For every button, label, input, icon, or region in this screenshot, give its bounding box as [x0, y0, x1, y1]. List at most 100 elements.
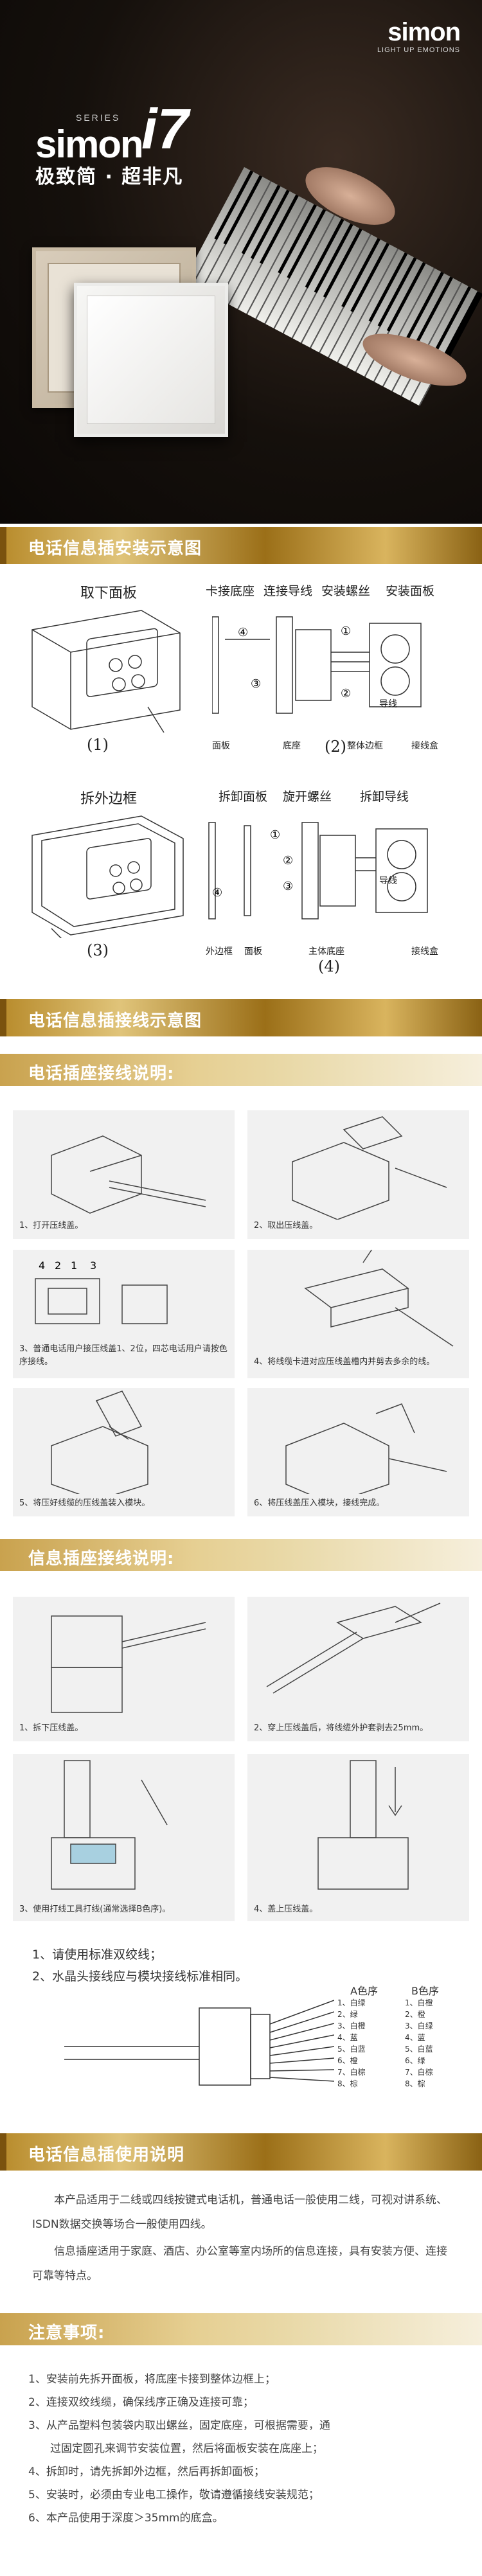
- note-line: 5、安装时，必须由专业电工操作，敬请遵循接线安装规范；: [28, 2489, 319, 2501]
- seq-a-item: 4、蓝: [337, 2033, 358, 2042]
- part-label: 导线: [379, 699, 397, 709]
- switch-panel-image: [74, 283, 228, 437]
- info-wiring-notes: 1、请使用标准双绞线； 2、水晶头接线应与模块接线标准相同。: [32, 1944, 247, 1987]
- seq-b-item: 3、白绿: [405, 2021, 433, 2030]
- phone-step-panel: 6、将压线盖压入模块，接线完成。: [247, 1388, 469, 1516]
- pinout-illustration: 4 2 1 3: [35, 1259, 168, 1324]
- subsection-header-info: 信息插座接线说明:: [0, 1539, 482, 1571]
- step-title: 安装螺丝: [321, 584, 371, 598]
- svg-text:①: ①: [341, 625, 351, 638]
- series-label: SERIES: [76, 112, 121, 123]
- step-title: 拆外边框: [80, 791, 138, 807]
- phone-step-panel: 4 2 1 3 3、普通电话用户接压线盖1、2位，四芯电话用户请按色序接线。: [13, 1250, 235, 1378]
- step-title: 安装面板: [386, 584, 435, 598]
- svg-text:4: 4: [39, 1259, 45, 1272]
- subsection-title: 注意事项:: [28, 2323, 105, 2343]
- phone-step-panel: 4、将线缆卡进对应压线盖槽内并剪去多余的线。: [247, 1243, 469, 1378]
- step-number: (4): [318, 957, 340, 975]
- note-line: 过固定圆孔来调节安装位置，然后将面板安装在底座上；: [50, 2442, 323, 2455]
- note-line: 2、连接双绞线缆，确保线序正确及连接可靠；: [28, 2396, 254, 2409]
- step-number: (1): [87, 736, 109, 754]
- seq-b-item: 5、白蓝: [405, 2045, 433, 2054]
- seq-b-item: 4、蓝: [405, 2033, 425, 2042]
- svg-text:2: 2: [55, 1259, 61, 1272]
- step-number: (3): [87, 941, 109, 959]
- seq-a-item: 3、白橙: [337, 2021, 366, 2030]
- step-illustration: [266, 1603, 441, 1694]
- hero-banner: simon LIGHT UP EMOTIONS SERIES simon i7 …: [0, 0, 482, 524]
- info-step-panel: 4、盖上压线盖。: [247, 1754, 469, 1921]
- note-line: 6、本产品使用于深度＞35mm的底盒。: [28, 2512, 224, 2525]
- svg-text:②: ②: [341, 687, 351, 700]
- step-title: 旋开螺丝: [283, 790, 332, 804]
- step-illustration: [51, 1390, 148, 1501]
- step-illustration: [304, 1243, 454, 1347]
- seq-a-item: 6、橙: [337, 2056, 358, 2065]
- svg-text:④: ④: [212, 886, 222, 900]
- note-item: 2、水晶头接线应与模块接线标准相同。: [32, 1969, 248, 1984]
- step-caption: 1、打开压线盖。: [19, 1221, 84, 1230]
- subsection-header-notes: 注意事项:: [0, 2313, 482, 2345]
- seq-a-item: 5、白蓝: [337, 2045, 366, 2054]
- step-illustration: [51, 1760, 168, 1890]
- part-label: 面板: [244, 946, 262, 957]
- step-caption: 4、将线缆卡进对应压线盖槽内并剪去多余的线。: [254, 1357, 435, 1367]
- part-label: 主体底座: [308, 946, 344, 957]
- svg-text:1: 1: [71, 1259, 77, 1272]
- usage-paragraph: 本产品适用于二线或四线按键式电话机，普通电话一般使用二线，可视对讲系统、ISDN…: [32, 2194, 447, 2231]
- section-header-install: 电话信息插安装示意图: [0, 527, 482, 564]
- seq-a-item: 1、白绿: [337, 1998, 366, 2007]
- phone-step-panel: 2、取出压线盖。: [247, 1110, 469, 1239]
- seq-b-item: 1、白橙: [405, 1998, 433, 2007]
- step-caption: 4、盖上压线盖。: [254, 1905, 318, 1914]
- info-step-panel: 3、使用打线工具打线(通常选择B色序)。: [13, 1754, 235, 1921]
- phone-step-panel: 1、打开压线盖。: [13, 1110, 235, 1239]
- series-brand-word: simon: [35, 123, 144, 166]
- step-number: (2): [325, 738, 346, 756]
- svg-text:③: ③: [251, 677, 261, 691]
- step-illustration: [51, 1615, 206, 1713]
- part-label: 底座: [283, 741, 301, 751]
- step-caption: 1、拆下压线盖。: [19, 1723, 84, 1733]
- step-illustration: [292, 1116, 447, 1220]
- seq-a-list: 1、白绿 2、绿 3、白橙 4、蓝 5、白蓝 6、橙 7、白棕 8、棕: [337, 1997, 366, 2090]
- svg-text:①: ①: [270, 828, 280, 842]
- note-line: 3、从产品塑料包装袋内取出螺丝，固定底座，可根据需要，通: [28, 2419, 330, 2432]
- section-title: 电话信息插使用说明: [28, 2145, 185, 2165]
- seq-b-item: 2、橙: [405, 2010, 425, 2019]
- svg-text:③: ③: [283, 880, 293, 893]
- step-caption: 3、普通电话用户接压线盖1、2位，四芯电话用户请按色序接线。: [19, 1344, 228, 1367]
- brand-tagline: LIGHT UP EMOTIONS: [377, 46, 460, 54]
- step-title: 拆卸面板: [219, 790, 268, 804]
- slogan: 极致简 · 超非凡: [35, 166, 184, 188]
- part-label: 接线盒: [411, 741, 438, 751]
- info-step-panel: 1、拆下压线盖。: [13, 1597, 235, 1741]
- part-label: 导线: [379, 876, 397, 886]
- step-caption: 5、将压好线缆的压线盖装入模块。: [19, 1498, 150, 1508]
- svg-text:3: 3: [90, 1259, 96, 1272]
- note-line: 1、安装前先拆开面板，将底座卡接到整体边框上；: [28, 2373, 276, 2386]
- seq-b-item: 8、棕: [405, 2079, 425, 2088]
- seq-b-title: B色序: [411, 1985, 439, 1997]
- part-label: 整体边框: [347, 741, 383, 751]
- phone-step-panel: 5、将压好线缆的压线盖装入模块。: [13, 1388, 235, 1516]
- step-title: 拆卸导线: [360, 790, 409, 804]
- note-line: 4、拆卸时，请先拆卸外边框，然后再拆卸面板；: [28, 2465, 265, 2478]
- step-illustration: [317, 1760, 409, 1890]
- step-illustration: [51, 1135, 206, 1214]
- remove-panel-diagram: [31, 610, 181, 733]
- step-caption: 2、穿上压线盖后，将线缆外护套剥去25mm。: [254, 1723, 429, 1733]
- step-title: 卡接底座: [206, 584, 255, 598]
- part-label: 接线盒: [411, 946, 438, 957]
- subsection-header-phone: 电话插座接线说明:: [0, 1054, 482, 1086]
- seq-a-item: 7、白棕: [337, 2068, 366, 2077]
- series-number: i7: [141, 97, 189, 161]
- svg-text:②: ②: [283, 854, 293, 867]
- section-header-usage: 电话信息插使用说明: [0, 2133, 482, 2171]
- section-title: 电话信息插接线示意图: [28, 1011, 202, 1031]
- step-title: 连接导线: [263, 584, 313, 598]
- rj45-connector-diagram: [64, 2000, 334, 2086]
- part-label: 外边框: [206, 946, 233, 957]
- section-header-wiring: 电话信息插接线示意图: [0, 999, 482, 1036]
- seq-a-item: 2、绿: [337, 2010, 358, 2019]
